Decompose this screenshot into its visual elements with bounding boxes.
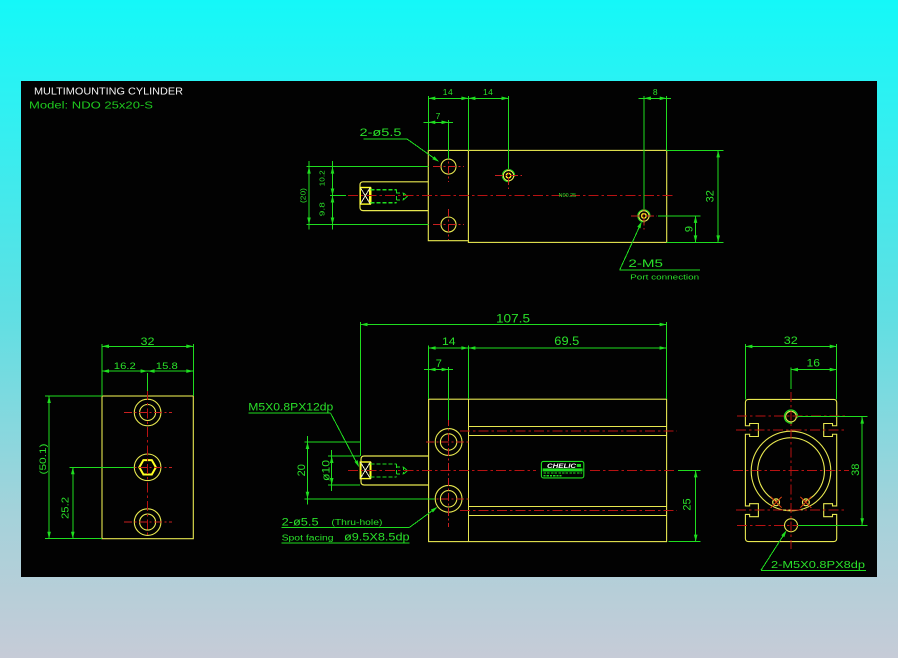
svg-text:14: 14 bbox=[442, 336, 456, 348]
svg-text:(50.1): (50.1) bbox=[38, 444, 49, 475]
svg-text:15.8: 15.8 bbox=[156, 361, 178, 371]
svg-text:Port connection: Port connection bbox=[630, 272, 699, 281]
svg-text:14: 14 bbox=[443, 87, 453, 97]
svg-text:16.2: 16.2 bbox=[114, 361, 136, 371]
svg-text:Spot facing: Spot facing bbox=[282, 534, 334, 543]
svg-text:14: 14 bbox=[483, 87, 493, 97]
svg-text:M5X0.8PX12dp: M5X0.8PX12dp bbox=[248, 402, 333, 414]
svg-text:32: 32 bbox=[141, 336, 155, 348]
svg-text:25.2: 25.2 bbox=[59, 497, 71, 519]
svg-text:107.5: 107.5 bbox=[496, 313, 530, 325]
svg-text:MULTIMOUNTING CYLINDER: MULTIMOUNTING CYLINDER bbox=[34, 86, 183, 98]
svg-text:N00.25: N00.25 bbox=[559, 193, 577, 199]
svg-text:2-M5: 2-M5 bbox=[628, 258, 663, 270]
svg-text:32: 32 bbox=[784, 335, 798, 347]
svg-text:69.5: 69.5 bbox=[554, 336, 579, 348]
svg-text:32: 32 bbox=[704, 190, 716, 202]
svg-text:(Thru-hole): (Thru-hole) bbox=[331, 518, 382, 527]
svg-text:8: 8 bbox=[653, 87, 658, 97]
svg-text:Model: NDO 25x20-S: Model: NDO 25x20-S bbox=[29, 100, 153, 112]
svg-text:38: 38 bbox=[850, 464, 862, 476]
svg-text:20: 20 bbox=[296, 464, 308, 476]
svg-text:CHELIC: CHELIC bbox=[547, 463, 577, 470]
svg-text:9.8: 9.8 bbox=[318, 202, 327, 216]
svg-text:2-M5X0.8PX8dp: 2-M5X0.8PX8dp bbox=[771, 559, 865, 571]
svg-text:9: 9 bbox=[684, 226, 696, 232]
svg-text:ø10: ø10 bbox=[320, 460, 332, 481]
svg-text:7: 7 bbox=[436, 358, 442, 370]
svg-text:2-ø5.5: 2-ø5.5 bbox=[360, 127, 402, 139]
svg-text:(20): (20) bbox=[299, 187, 308, 203]
svg-text:16: 16 bbox=[807, 358, 821, 370]
svg-text:10.2: 10.2 bbox=[318, 170, 327, 186]
svg-text:ø9.5X8.5dp: ø9.5X8.5dp bbox=[344, 532, 410, 544]
svg-text:7: 7 bbox=[436, 111, 441, 121]
svg-text:25: 25 bbox=[681, 498, 693, 510]
svg-text:2-ø5.5: 2-ø5.5 bbox=[282, 517, 319, 529]
